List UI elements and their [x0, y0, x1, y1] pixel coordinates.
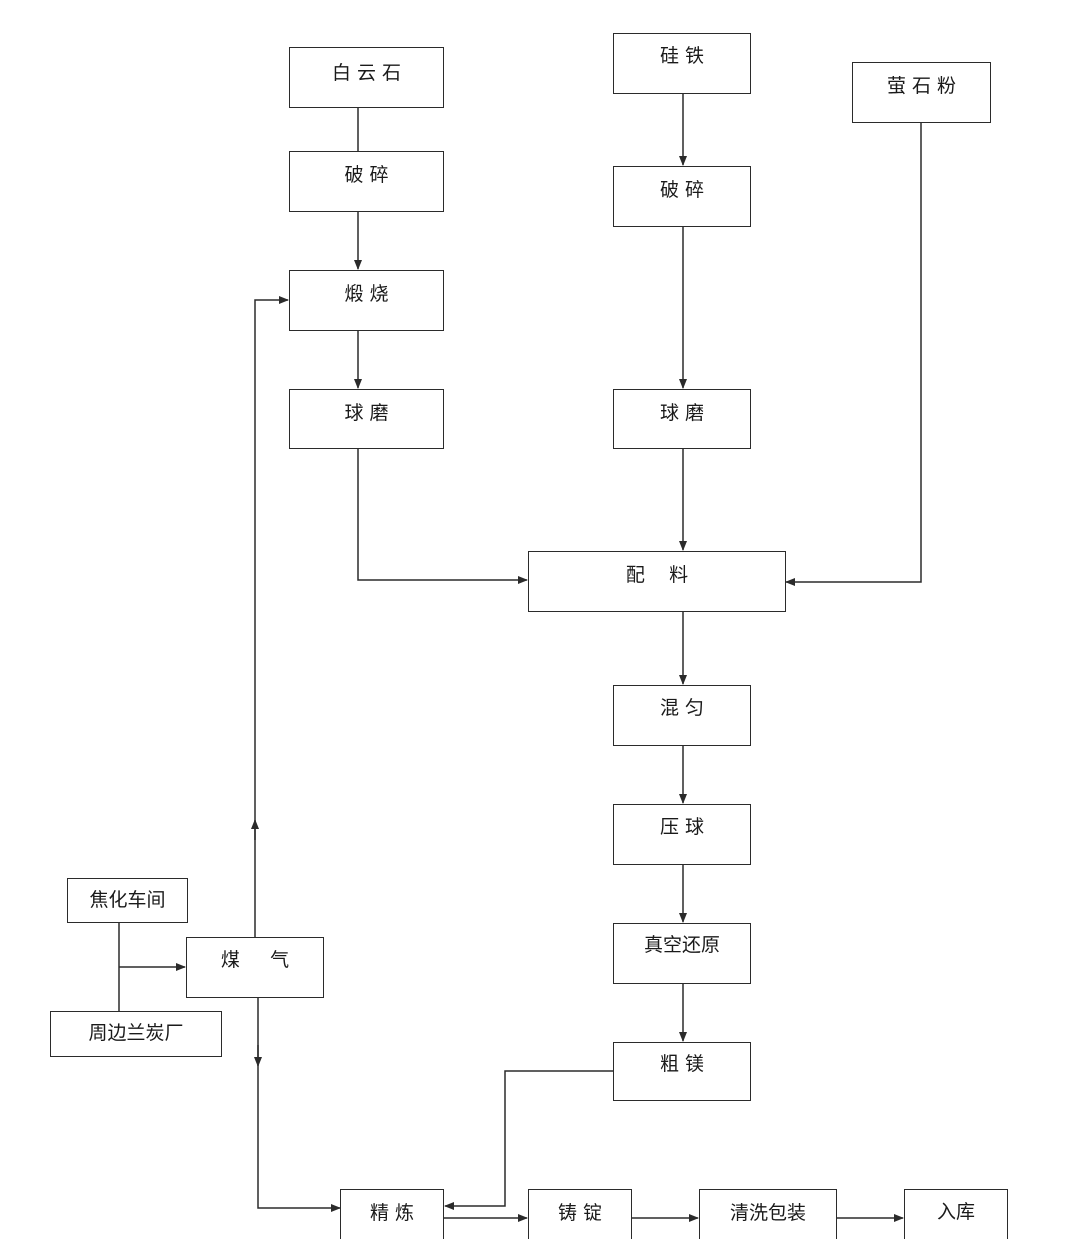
node-crush-ferrosilicon: 破 碎: [613, 166, 751, 227]
arrow-crude-to-refining: [444, 1070, 613, 1210]
node-mixing: 混 匀: [613, 685, 751, 746]
node-dolomite: 白 云 石: [289, 47, 444, 108]
node-ingot-casting: 铸 锭: [528, 1189, 632, 1239]
node-crude-magnesium: 粗 镁: [613, 1042, 751, 1101]
node-ballmill-dolomite: 球 磨: [289, 389, 444, 449]
arrow-gas-to-refining: [257, 998, 341, 1212]
node-warehousing: 入库: [904, 1189, 1008, 1239]
arrow-fluorite-to-batching: [785, 123, 922, 586]
node-refining: 精 炼: [340, 1189, 444, 1239]
node-ferrosilicon: 硅 铁: [613, 33, 751, 94]
node-calcine: 煅 烧: [289, 270, 444, 331]
node-crush-dolomite: 破 碎: [289, 151, 444, 212]
node-fluorite-powder: 萤 石 粉: [852, 62, 991, 123]
node-coking-workshop: 焦化车间: [67, 878, 188, 923]
node-ballmill-ferrosilicon: 球 磨: [613, 389, 751, 449]
node-vacuum-reduction: 真空还原: [613, 923, 751, 984]
node-semicoke-plants: 周边兰炭厂: [50, 1011, 222, 1057]
arrow-ballmill-to-batching: [357, 449, 528, 584]
node-gas: 煤 气: [186, 937, 324, 998]
node-briquetting: 压 球: [613, 804, 751, 865]
arrow-gas-up-to-calcine: [254, 296, 289, 937]
node-batching: 配 料: [528, 551, 786, 612]
node-cleaning-packing: 清洗包装: [699, 1189, 837, 1239]
